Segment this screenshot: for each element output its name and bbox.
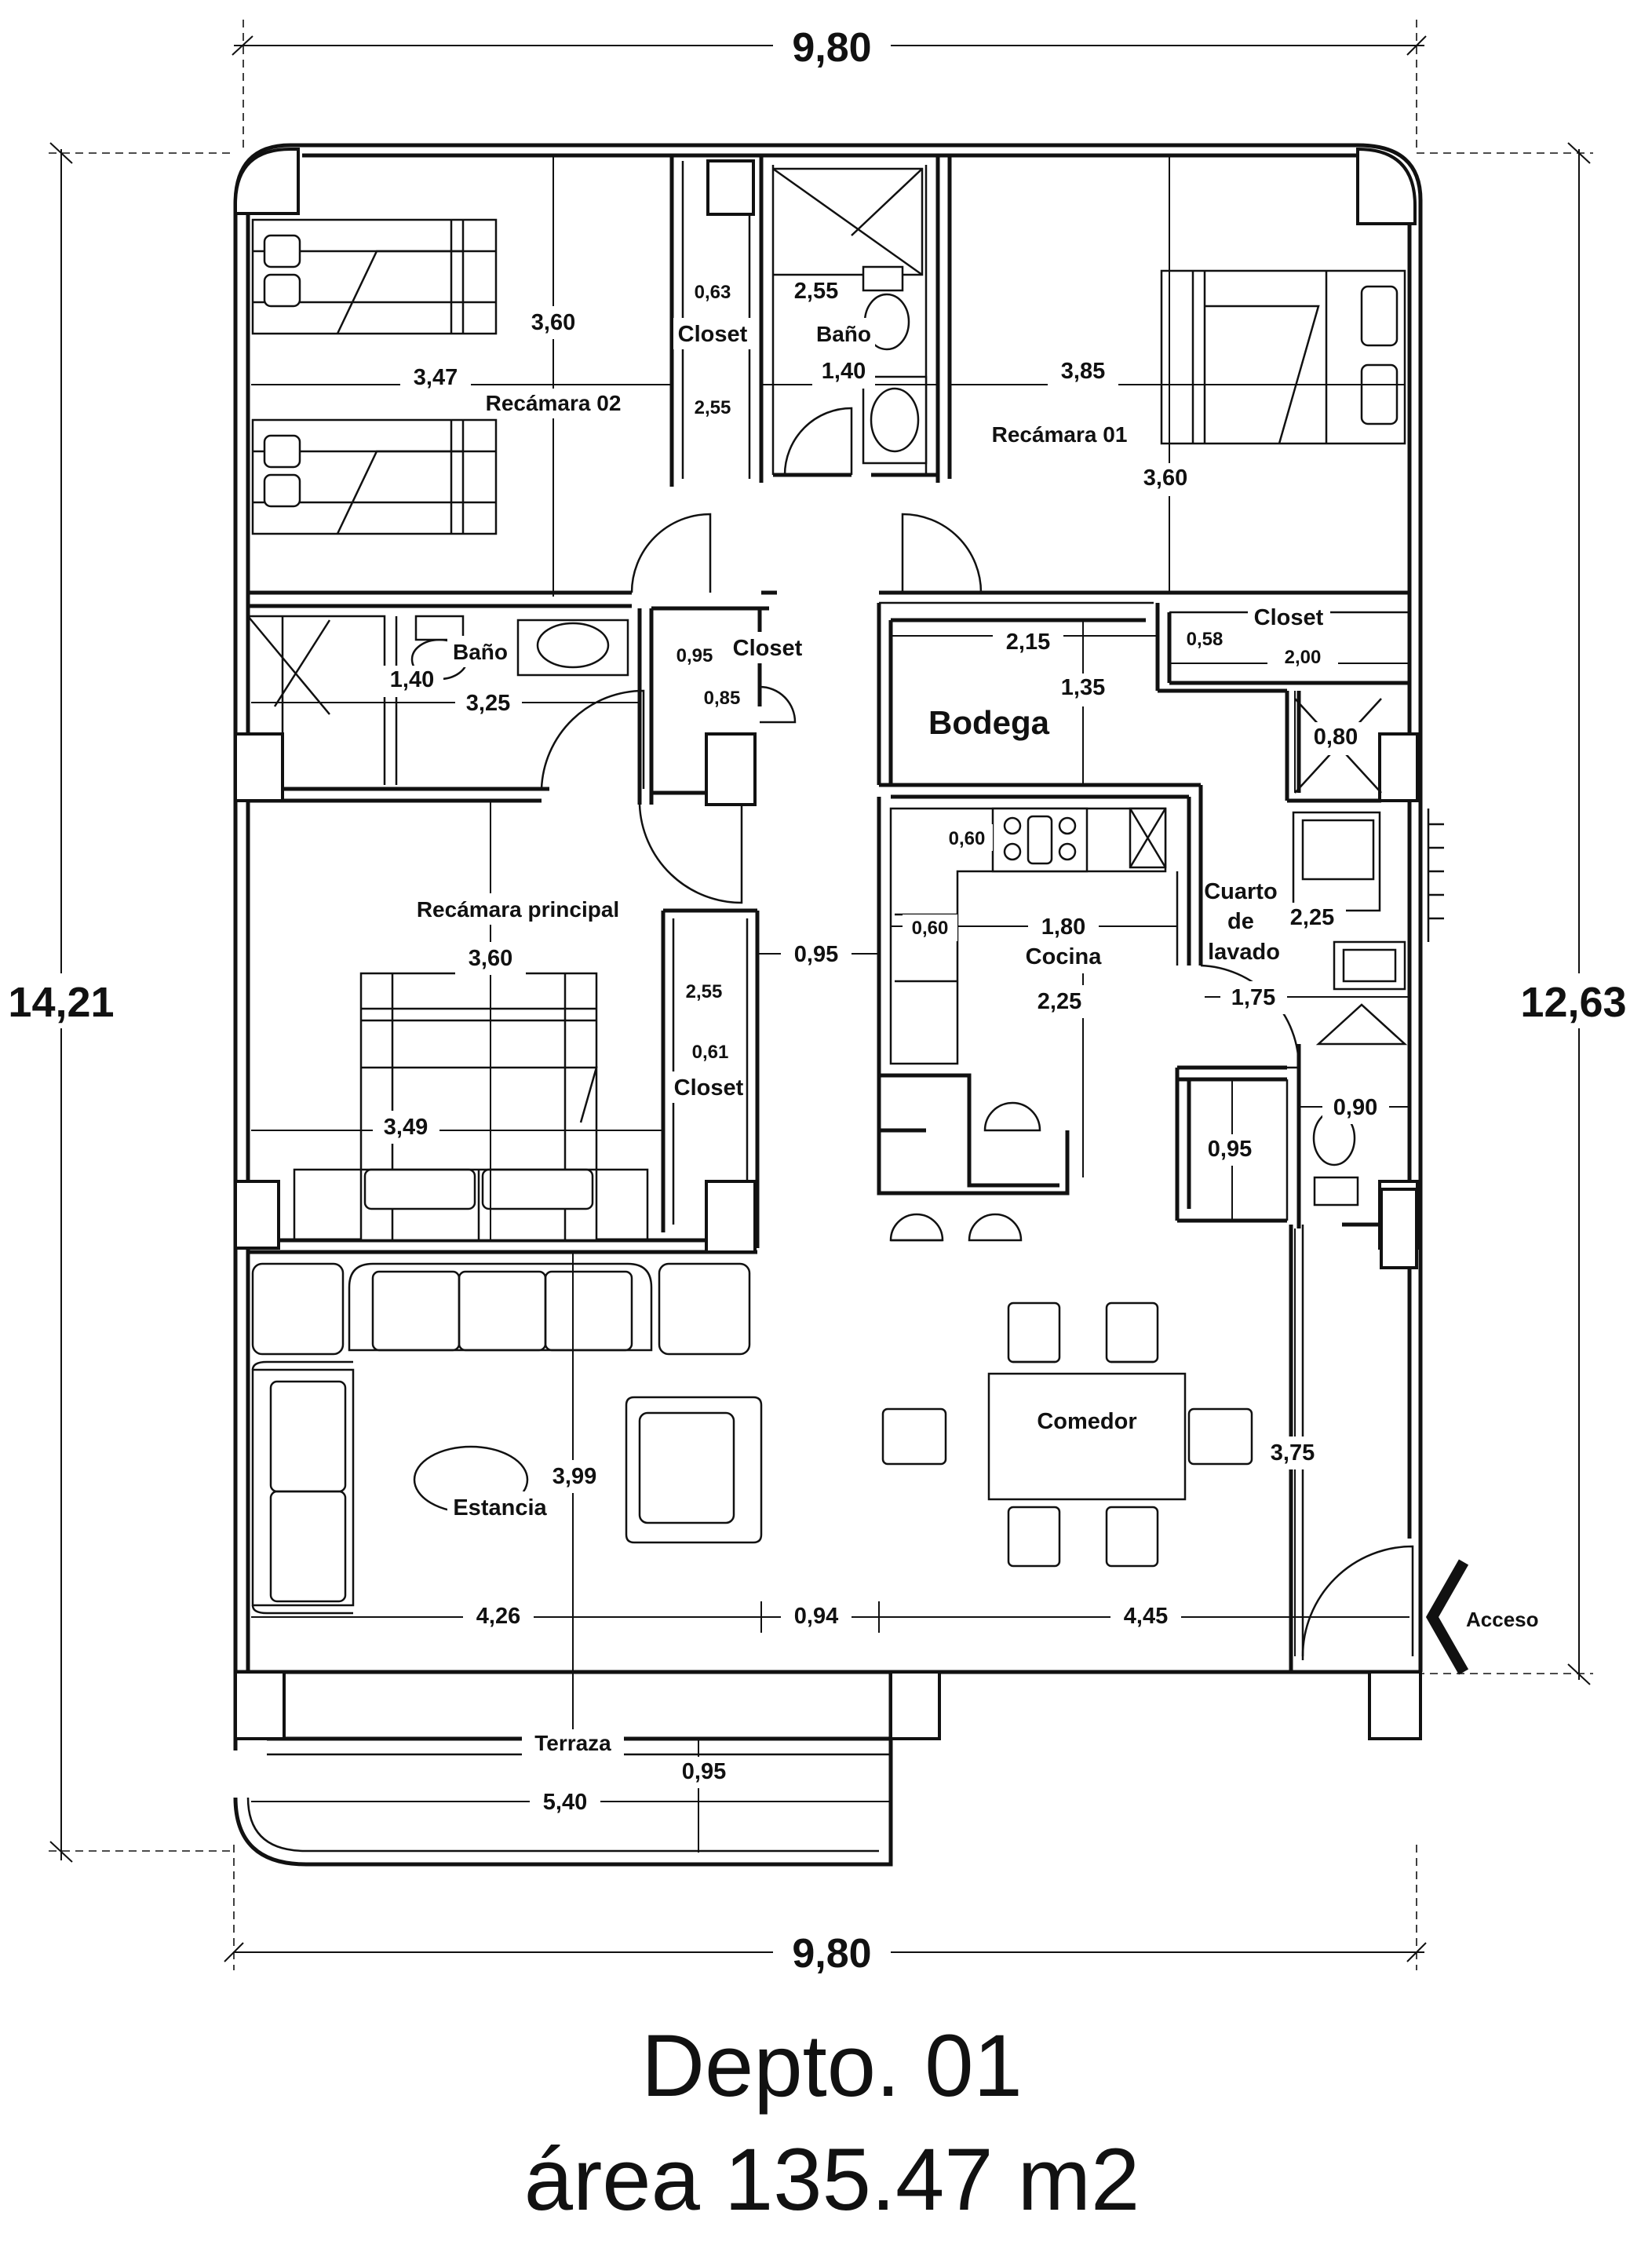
label-bano-2: Baño	[453, 640, 508, 664]
label-recamara-02: Recámara 02	[486, 391, 622, 415]
dim-bano2-width: 1,40	[390, 667, 434, 692]
dim-closet1-width: 0,63	[695, 282, 731, 303]
plan-caption: Depto. 01 área 135.47 m2	[524, 2017, 1140, 2229]
dim-cocina-060a: 0,60	[949, 828, 986, 849]
dim-hall-width: 0,95	[794, 942, 838, 967]
bed-icon	[293, 972, 649, 1242]
overall-dimensions: 9,80 9,80 14,21 12,63	[0, 20, 1636, 1977]
dim-left-height: 14,21	[8, 979, 114, 1026]
dim-rec02-width: 3,47	[414, 365, 458, 390]
dim-bodega-width: 2,15	[1006, 630, 1050, 655]
label-cuarto-de-lavado: Cuarto de lavado	[1204, 879, 1284, 965]
dim-wc-depth: 0,95	[1208, 1137, 1252, 1162]
label-closet-2: Closet	[733, 636, 803, 661]
dim-closet2-depth: 0,85	[704, 688, 741, 709]
dim-top-width: 9,80	[792, 25, 871, 71]
dim-bano1-length: 2,55	[794, 279, 838, 304]
bed-icon	[251, 218, 498, 535]
dim-cocina-060b: 0,60	[912, 918, 949, 939]
label-bodega: Bodega	[928, 704, 1050, 741]
laundry-equipment	[1292, 698, 1444, 1046]
label-cocina: Cocina	[1026, 944, 1103, 969]
dim-bottom-width: 9,80	[792, 1931, 871, 1977]
dining-table-icon	[881, 1301, 1253, 1568]
dim-right-height: 12,63	[1520, 979, 1626, 1026]
label-closet-3: Closet	[1254, 605, 1324, 630]
dim-lavado-height: 2,25	[1290, 905, 1334, 930]
dim-terraza-depth: 0,95	[682, 1759, 726, 1784]
room-labels: Recámara 02 Recámara 01 Recámara princip…	[408, 318, 1539, 1759]
access-arrow-icon	[1425, 1559, 1469, 1675]
dim-closet4-length: 2,55	[686, 981, 723, 1002]
dim-estancia-height: 3,99	[552, 1464, 596, 1489]
dim-mid-width: 0,94	[794, 1604, 838, 1629]
label-bano-1: Baño	[816, 322, 871, 346]
corner-columns	[234, 147, 1417, 225]
dim-closet1-length: 2,55	[695, 397, 731, 418]
dim-comedor-height: 3,75	[1271, 1440, 1315, 1466]
dim-closet4-width: 0,61	[692, 1042, 729, 1063]
dim-bodega-height: 1,35	[1061, 675, 1105, 700]
dim-lavado-small: 0,80	[1314, 725, 1358, 750]
caption-area: área 135.47 m2	[524, 2130, 1140, 2229]
dim-closet3-length: 2,00	[1285, 647, 1322, 668]
dim-wc-width: 0,90	[1333, 1095, 1377, 1120]
dim-cocina-height: 2,25	[1038, 989, 1081, 1014]
label-terraza: Terraza	[534, 1731, 611, 1755]
label-closet-4: Closet	[674, 1075, 744, 1101]
dim-rec01-width: 3,85	[1061, 359, 1105, 384]
label-recamara-01: Recámara 01	[992, 422, 1128, 447]
label-closet-1: Closet	[678, 322, 748, 347]
dim-closet3-width: 0,58	[1187, 629, 1224, 650]
dim-recp-width: 3,49	[384, 1115, 428, 1140]
dim-bano1-width: 1,40	[822, 359, 866, 384]
dim-rec02-height: 3,60	[531, 310, 575, 335]
label-acceso: Acceso	[1466, 1608, 1539, 1631]
dim-lavado-width: 1,75	[1231, 985, 1275, 1010]
bed-icon	[1160, 269, 1406, 445]
label-recamara-principal: Recámara principal	[417, 897, 619, 922]
dimension-labels: 3,60 3,47 0,63 2,55 2,55 1,40 3,85 3,60 …	[373, 276, 1389, 1819]
caption-title: Depto. 01	[641, 2017, 1023, 2115]
dim-rec01-height: 3,60	[1143, 465, 1187, 491]
dim-bano2-length: 3,25	[466, 691, 510, 716]
dim-closet2-width: 0,95	[676, 645, 713, 666]
structural-columns	[234, 159, 1422, 1740]
label-estancia: Estancia	[453, 1495, 547, 1520]
dim-terraza-width: 5,40	[543, 1790, 587, 1815]
kitchen-appliances	[889, 807, 1167, 1242]
dim-estancia-width: 4,26	[476, 1604, 520, 1629]
dim-comedor-width: 4,45	[1124, 1604, 1168, 1629]
sofa-icon	[251, 1262, 763, 1615]
label-comedor: Comedor	[1037, 1409, 1136, 1434]
door-swings	[540, 407, 1414, 1657]
dim-recp-height: 3,60	[469, 946, 512, 971]
dim-cocina-width: 1,80	[1041, 914, 1085, 940]
